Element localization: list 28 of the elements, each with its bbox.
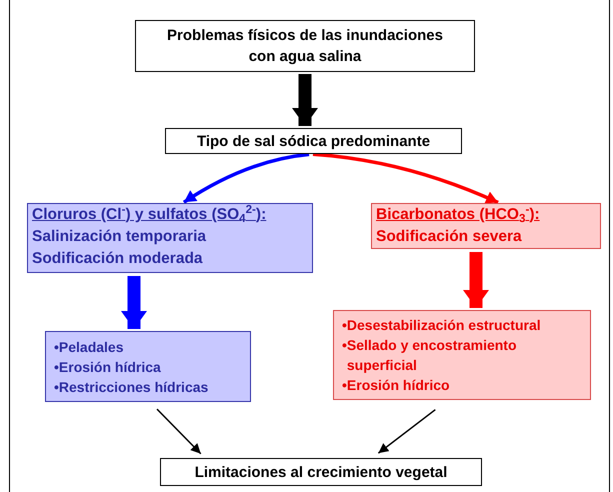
- process-box: [160, 458, 482, 486]
- arrow: [292, 74, 318, 126]
- text: Salinización temporaria: [32, 227, 208, 247]
- text: •Erosión hídrica: [54, 358, 162, 376]
- text: •Desestabilización estructural: [342, 316, 542, 335]
- heading: Bicarbonatos (HCO$_{3}$$^{-}$):: [376, 204, 541, 226]
- arrow: [121, 276, 147, 329]
- arrow: [312, 152, 499, 204]
- effects-box: [333, 310, 591, 400]
- effects-box: [45, 331, 251, 402]
- text: Sodificación moderada: [32, 249, 204, 269]
- heading: Cloruros (Cl$^{-}$) y sulfatos (SO$_{4}$$^{2-}$):: [32, 204, 268, 226]
- salt-type-box: [371, 203, 601, 249]
- text: •Peladales: [54, 338, 125, 356]
- arrow: [182, 152, 310, 204]
- text: •Erosión hídrico: [342, 376, 451, 395]
- text: Tipo de sal sódica predominante: [196, 132, 430, 152]
- process-box: [165, 128, 462, 154]
- arrow: [463, 252, 489, 308]
- text: •Sellado y encostramiento superficial: [342, 336, 518, 375]
- salt-type-box: [27, 203, 313, 273]
- text: Problemas físicos de las inundaciones con agua salina: [166, 26, 444, 67]
- text: Sodificación severa: [376, 227, 523, 247]
- arrow: [378, 409, 436, 454]
- text: •Restricciones hídricas: [54, 378, 210, 396]
- process-box: [135, 20, 475, 72]
- text: Limitaciones al crecimiento vegetal: [194, 462, 448, 482]
- arrow: [156, 408, 202, 454]
